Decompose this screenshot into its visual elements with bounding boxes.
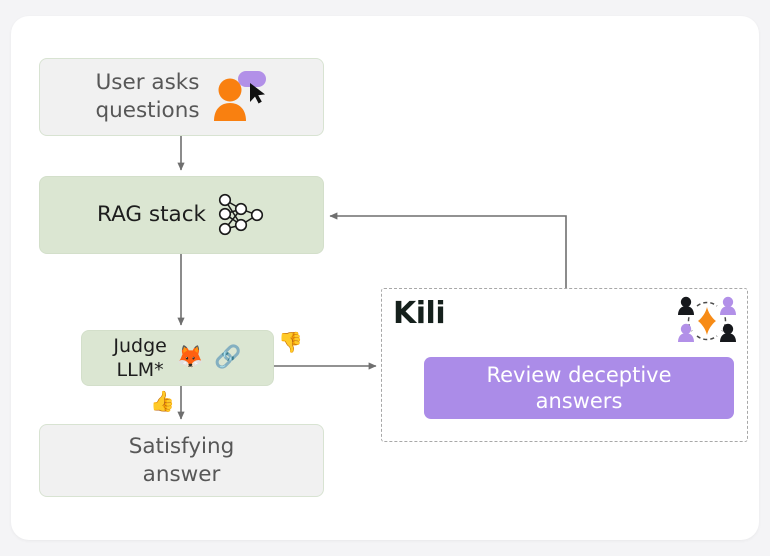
- node-satisfying-answer[interactable]: Satisfying answer: [39, 424, 324, 497]
- thumbs-down-emoji: 👎: [278, 330, 303, 354]
- node-user-label: User asks questions: [95, 70, 200, 123]
- parrot-emoji: 🦊: [176, 345, 205, 370]
- kili-logo: Kili: [393, 296, 446, 331]
- node-user-asks-questions[interactable]: User asks questions: [39, 58, 324, 136]
- review-deceptive-answers-button[interactable]: Review deceptive answers: [424, 357, 734, 419]
- node-judge-label: Judge LLM*: [113, 334, 167, 381]
- node-judge-llm[interactable]: Judge LLM* 🦊 🔗: [81, 330, 274, 386]
- neural-network-icon: [216, 192, 266, 238]
- chain-link-emoji: 🔗: [214, 345, 242, 370]
- team-ai-sparkle-icon: [675, 293, 739, 349]
- kili-panel: Kili: [381, 288, 748, 442]
- node-answer-label: Satisfying answer: [128, 433, 235, 487]
- user-speech-bubble-icon: [210, 69, 268, 125]
- thumbs-up-emoji: 👍: [150, 389, 175, 413]
- kili-cta-label: Review deceptive answers: [486, 362, 672, 413]
- node-rag-label: RAG stack: [97, 202, 206, 228]
- node-rag-stack[interactable]: RAG stack: [39, 176, 324, 254]
